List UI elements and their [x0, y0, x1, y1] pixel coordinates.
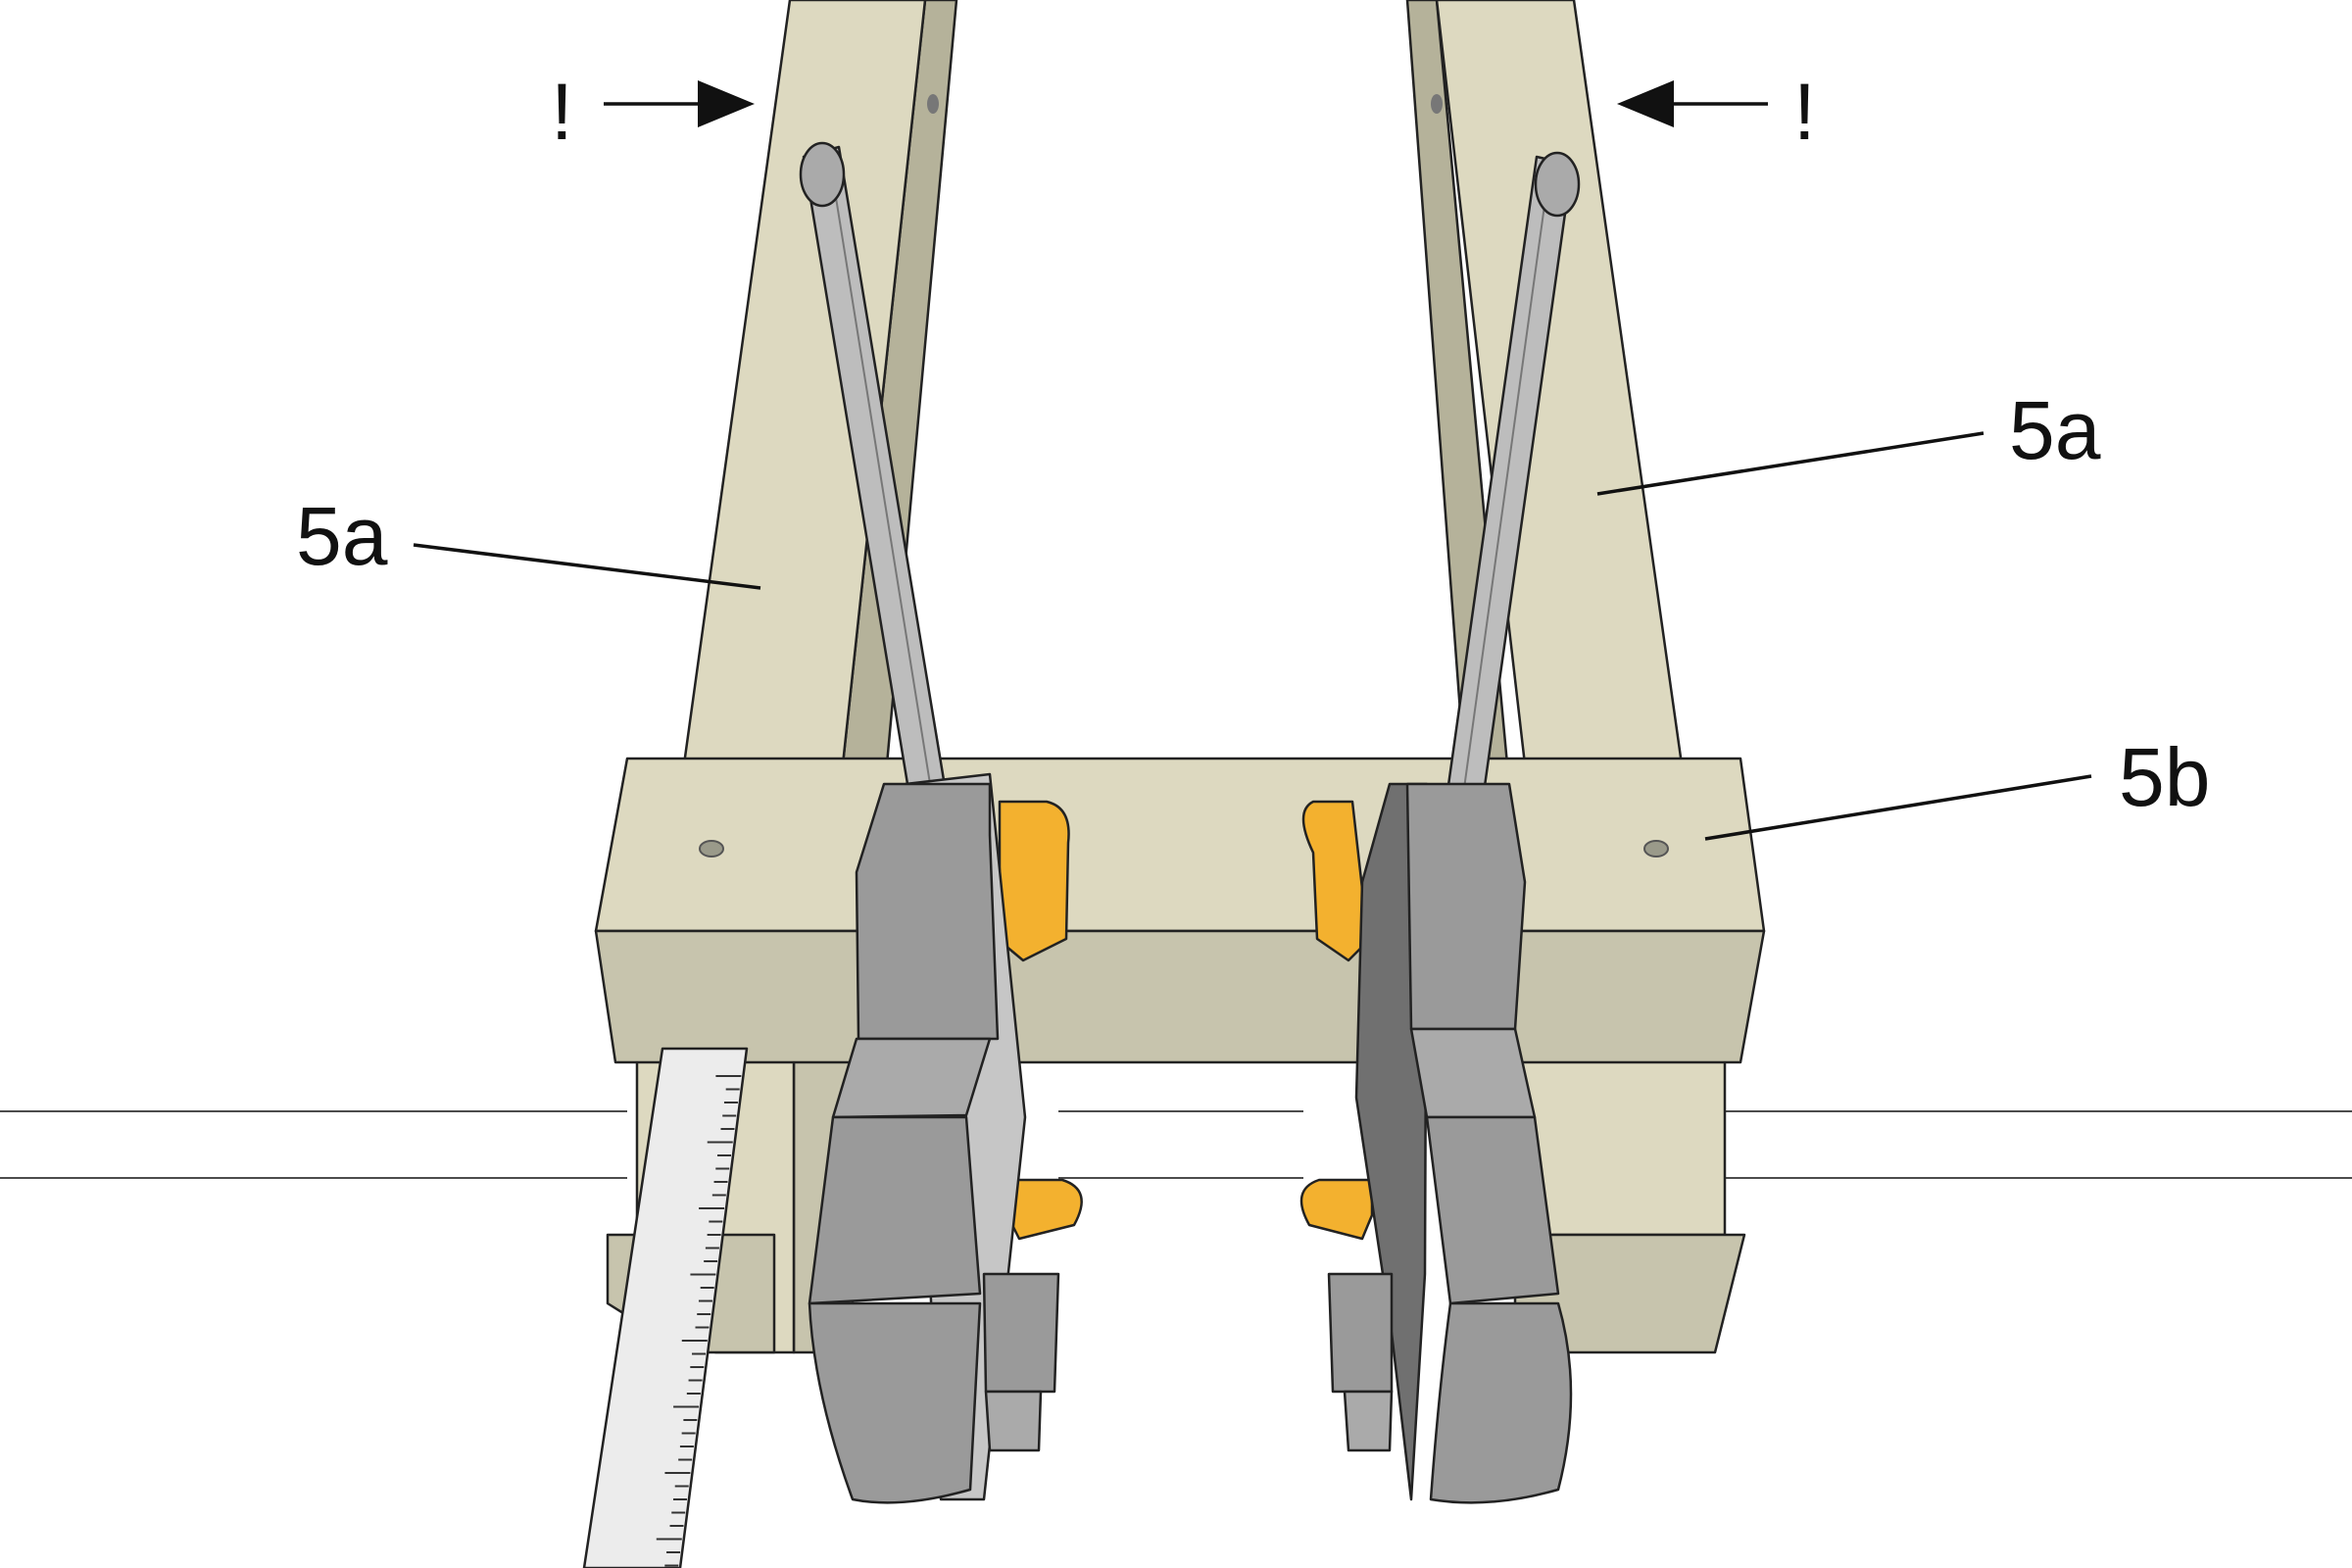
- clamp-bar-right: [1441, 151, 1581, 837]
- arrow-right-icon: [604, 80, 755, 127]
- label-5a-left: 5a: [296, 490, 388, 582]
- dowel-hole-left: [699, 840, 724, 858]
- crossbar: [594, 757, 1766, 1064]
- front-leg-right: [1435, 0, 1746, 1354]
- clamp-left: [808, 772, 1060, 1504]
- label-5b: 5b: [2119, 731, 2210, 823]
- arrow-left-icon: [1617, 80, 1768, 127]
- clamp-right: [1327, 782, 1573, 1504]
- clamp-pads: [998, 800, 1374, 1241]
- marker-left: !: [551, 68, 573, 157]
- marker-right: !: [1793, 68, 1816, 157]
- leader-5a-left: [413, 543, 761, 590]
- leader-5a-right: [1596, 431, 1984, 496]
- rails: [0, 1110, 2352, 1179]
- label-5a-right: 5a: [2009, 384, 2101, 476]
- ruler-icon: [582, 1047, 749, 1568]
- leader-5b: [1704, 774, 2092, 841]
- dowel-hole-right: [1643, 840, 1669, 858]
